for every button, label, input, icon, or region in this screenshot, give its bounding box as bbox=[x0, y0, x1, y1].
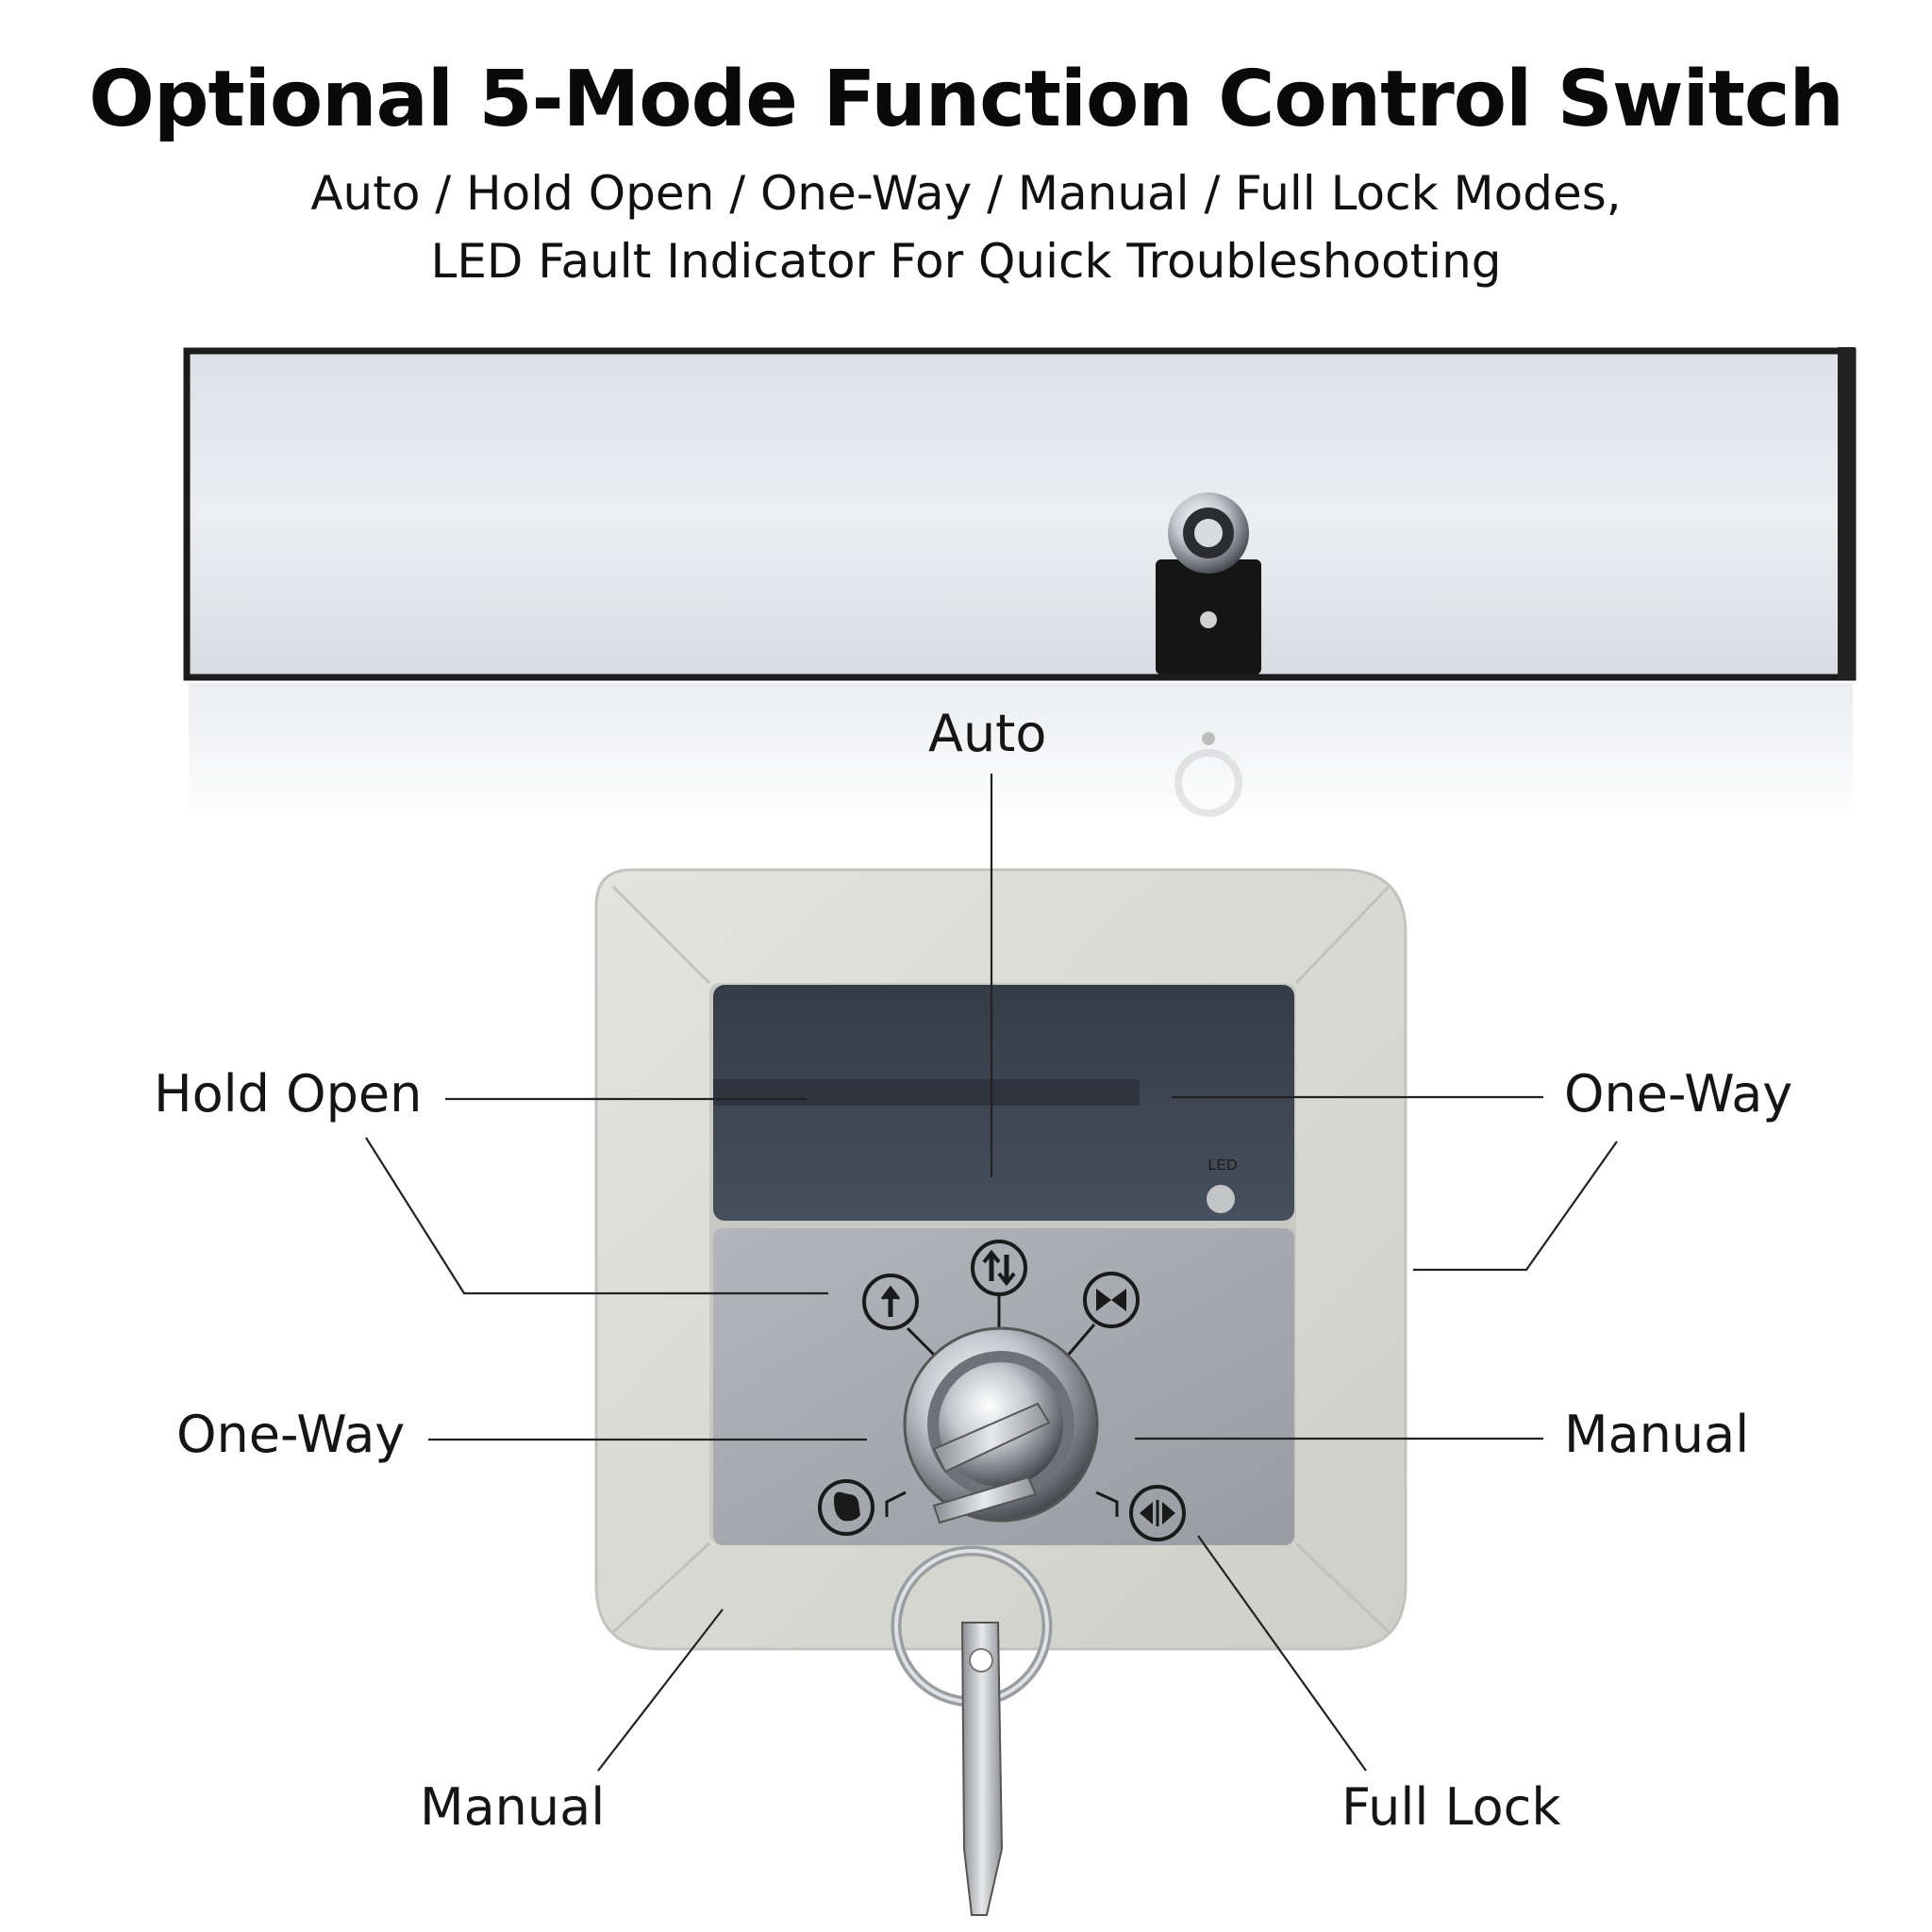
label-auto: Auto bbox=[928, 704, 1047, 763]
label-full-lock: Full Lock bbox=[1341, 1777, 1561, 1837]
key-icon bbox=[891, 1402, 1053, 1916]
label-manual-right: Manual bbox=[1564, 1405, 1750, 1464]
leader-lines bbox=[365, 774, 1618, 1772]
manual-hand-icon bbox=[818, 1479, 874, 1536]
label-hold-open: Hold Open bbox=[154, 1064, 423, 1124]
subtitle-line-2: LED Fault Indicator For Quick Troublesho… bbox=[430, 234, 1502, 289]
full-lock-icon bbox=[1083, 1272, 1140, 1328]
leader-line-full-lock bbox=[1197, 1535, 1367, 1772]
leader-line-one-way-right-2 bbox=[1413, 1141, 1618, 1272]
hold-open-icon bbox=[1129, 1485, 1186, 1541]
label-one-way-left: One-Way bbox=[176, 1405, 406, 1464]
housing-lock-icon bbox=[1156, 492, 1261, 817]
one-way-arrow-icon bbox=[862, 1274, 919, 1330]
page-title: Optional 5-Mode Function Control Switch bbox=[89, 55, 1844, 144]
leader-line-manual-bottom bbox=[597, 1608, 724, 1772]
led-indicator bbox=[1207, 1185, 1235, 1213]
label-one-way-right: One-Way bbox=[1564, 1064, 1793, 1124]
subtitle-line-1: Auto / Hold Open / One-Way / Manual / Fu… bbox=[310, 166, 1622, 221]
label-manual-bottom: Manual bbox=[420, 1777, 606, 1837]
door-operator-housing bbox=[183, 347, 1857, 824]
led-label: LED bbox=[1208, 1158, 1237, 1174]
display-window: LED bbox=[713, 985, 1294, 1221]
leader-line-hold-open-2 bbox=[365, 1137, 828, 1295]
